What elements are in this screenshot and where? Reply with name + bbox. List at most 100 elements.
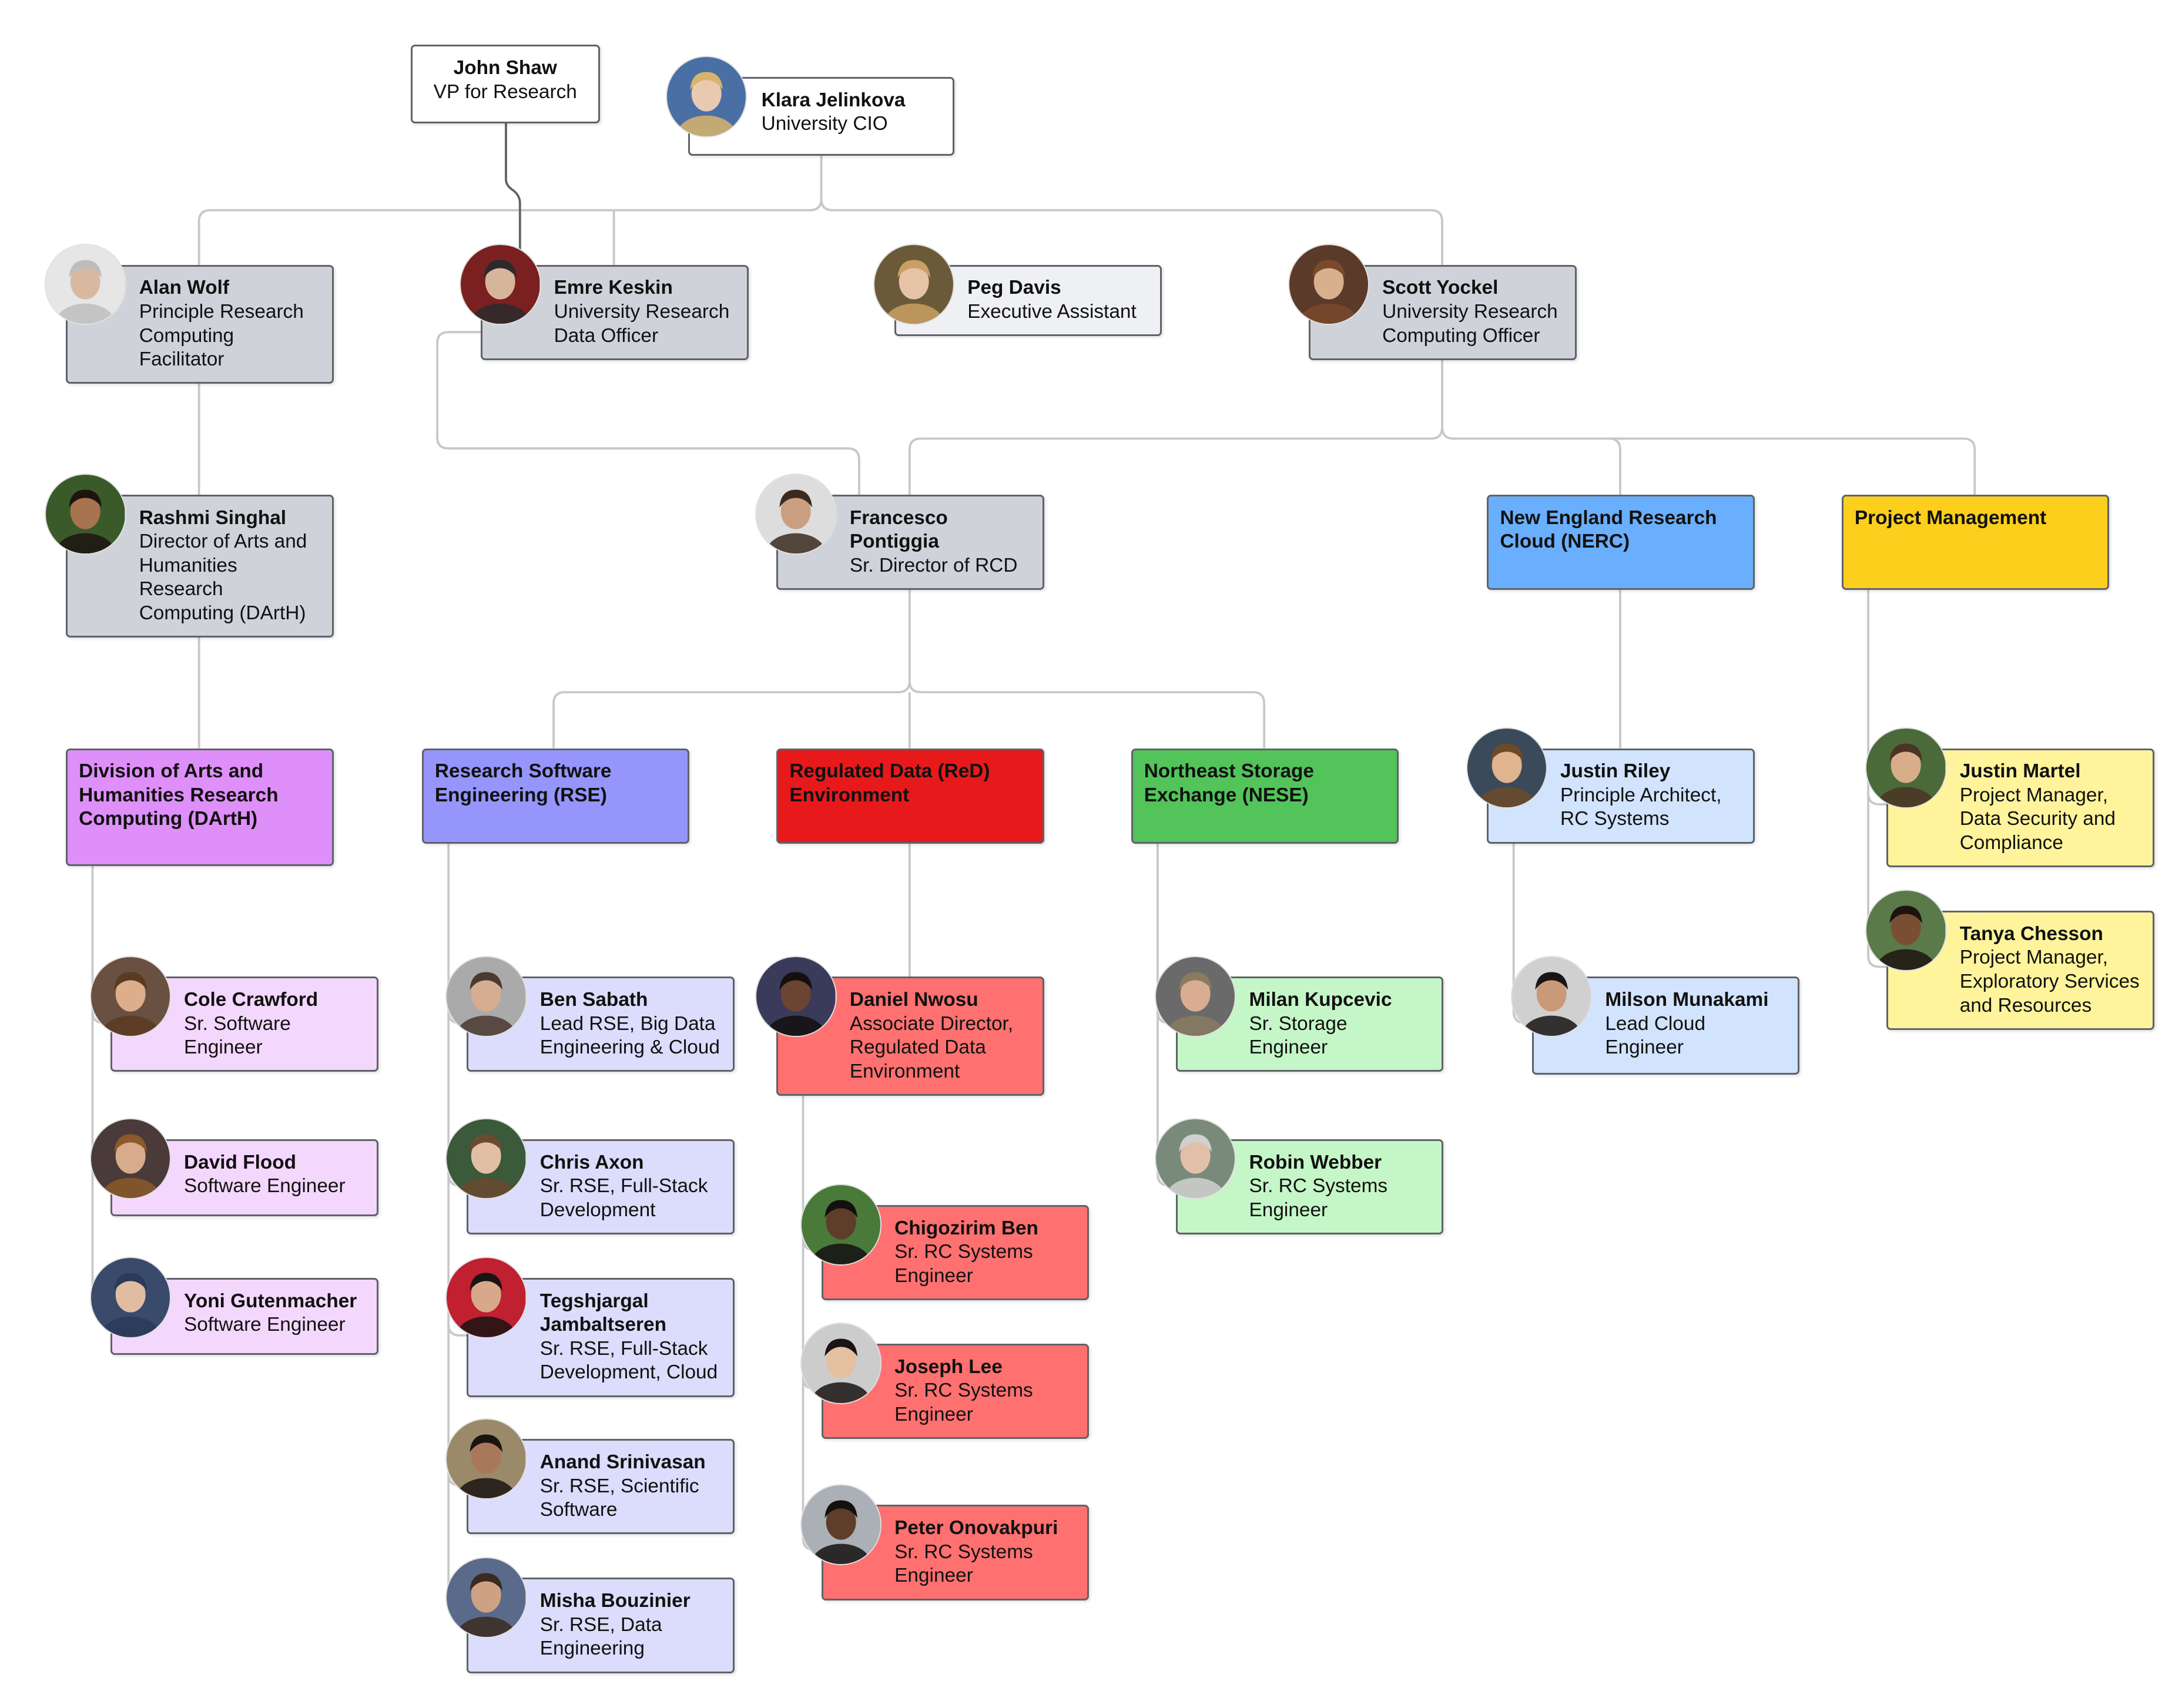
person-photo-icon [873, 243, 955, 326]
group-nerc: New England Research Cloud (NERC) [1487, 494, 1755, 590]
person-photo-icon [755, 955, 837, 1037]
name-justin-martel: Justin Martel [1959, 760, 2081, 783]
title-justin-riley: Principle Architect, RC Systems [1560, 784, 1722, 830]
title-justin-martel: Project Manager, Data Security and Compl… [1959, 784, 2116, 854]
person-photo-icon [1865, 890, 1947, 971]
title-chris: Sr. RSE, Full-Stack Development [539, 1175, 708, 1221]
connector-klara-scott [820, 199, 1443, 265]
title-milan: Sr. Storage Engineer [1249, 1012, 1348, 1059]
person-photo-icon [445, 955, 527, 1037]
title-milson: Lead Cloud Engineer [1605, 1012, 1706, 1059]
title-david: Software Engineer [184, 1175, 346, 1197]
name-milson: Milson Munakami [1605, 988, 1769, 1011]
node-ben: Ben Sabath Lead RSE, Big Data Engineerin… [467, 977, 735, 1072]
connector-francesco-groups [552, 588, 911, 749]
title-peg: Executive Assistant [967, 300, 1137, 323]
name-chris: Chris Axon [539, 1151, 644, 1173]
person-photo-icon [89, 955, 171, 1037]
person-photo-icon [1466, 727, 1547, 809]
title-scott: University Research Computing Officer [1382, 300, 1558, 347]
person-photo-icon [1865, 727, 1947, 809]
connector-francesco-nese [908, 680, 1266, 749]
name-scott: Scott Yockel [1382, 277, 1499, 299]
person-photo-icon [665, 56, 748, 137]
group-darth: Division of Arts and Humanities Research… [66, 748, 334, 866]
group-pm: Project Management [1841, 494, 2110, 590]
group-rse: Research Software Engineering (RSE) [421, 748, 690, 844]
title-chigozirim: Sr. RC Systems Engineer [894, 1241, 1033, 1287]
title-daniel: Associate Director, Regulated Data Envir… [849, 1012, 1014, 1082]
group-red: Regulated Data (ReD) Environment [776, 748, 1044, 844]
person-photo-icon [89, 1257, 171, 1338]
title-tanya: Project Manager, Exploratory Services an… [1959, 947, 2140, 1016]
title-klara: University CIO [761, 113, 888, 135]
title-emre: University Research Data Officer [554, 300, 730, 347]
title-joseph: Sr. RC Systems Engineer [894, 1380, 1033, 1425]
title-peter: Sr. RC Systems Engineer [894, 1541, 1033, 1587]
person-photo-icon [445, 1418, 527, 1499]
person-photo-icon [45, 243, 126, 326]
name-john-shaw: John Shaw [453, 57, 557, 79]
name-anand: Anand Srinivasan [539, 1451, 706, 1473]
node-justin-riley: Justin Riley Principle Architect, RC Sys… [1487, 748, 1755, 844]
name-justin-riley: Justin Riley [1560, 760, 1671, 783]
connector-klara-row [197, 154, 823, 265]
person-photo-icon [445, 1257, 527, 1338]
person-photo-icon [445, 1118, 527, 1200]
title-robin: Sr. RC Systems Engineer [1249, 1175, 1388, 1221]
dotted-line-john-emre [505, 122, 521, 265]
person-photo-icon [800, 1323, 882, 1404]
title-cole: Sr. Software Engineer [184, 1012, 291, 1059]
group-nese-label: Northeast Storage Exchange (NESE) [1144, 760, 1314, 806]
node-daniel: Daniel Nwosu Associate Director, Regulat… [776, 977, 1044, 1096]
name-robin: Robin Webber [1249, 1151, 1382, 1173]
connector-darth-members [91, 864, 111, 1306]
title-john-shaw: VP for Research [433, 80, 577, 103]
title-ben: Lead RSE, Big Data Engineering & Cloud [539, 1012, 720, 1059]
connector-daniel-members [802, 1094, 822, 1551]
person-photo-icon [445, 1556, 527, 1638]
name-alan: Alan Wolf [139, 277, 229, 299]
title-francesco: Sr. Director of RCD [849, 554, 1018, 576]
person-photo-icon [460, 243, 541, 326]
title-misha: Sr. RSE, Data Engineering [539, 1613, 662, 1660]
node-john-shaw: John Shaw VP for Research [410, 45, 600, 123]
connector-scott-pm [1608, 437, 1976, 495]
name-francesco: Francesco Pontiggia [849, 506, 948, 553]
connector-scott-nerc [1441, 427, 1621, 495]
name-rashmi: Rashmi Singhal [139, 506, 287, 529]
title-yoni: Software Engineer [184, 1314, 346, 1336]
name-joseph: Joseph Lee [894, 1355, 1003, 1378]
person-photo-icon [1155, 955, 1236, 1037]
node-alan: Alan Wolf Principle Research Computing F… [66, 264, 334, 384]
node-tanya: Tanya Chesson Project Manager, Explorato… [1886, 911, 2154, 1030]
group-rse-label: Research Software Engineering (RSE) [434, 760, 612, 806]
group-nese: Northeast Storage Exchange (NESE) [1131, 748, 1399, 844]
name-tegsh: Tegshjargal Jambaltseren [539, 1290, 666, 1336]
title-rashmi: Director of Arts and Humanities Research… [139, 531, 307, 624]
connector-rse-members [447, 842, 467, 1619]
group-pm-label: Project Management [1854, 506, 2047, 529]
connector-scott-groups [908, 358, 1443, 495]
name-peg: Peg Davis [967, 277, 1061, 299]
name-chigozirim: Chigozirim Ben [894, 1217, 1038, 1239]
connector-emre-francesco [436, 331, 860, 495]
name-cole: Cole Crawford [184, 988, 319, 1011]
group-darth-label: Division of Arts and Humanities Research… [79, 760, 279, 830]
group-nerc-label: New England Research Cloud (NERC) [1500, 506, 1717, 553]
person-photo-icon [1510, 955, 1593, 1037]
name-misha: Misha Bouzinier [539, 1590, 691, 1612]
person-photo-icon [45, 474, 126, 555]
title-alan: Principle Research Computing Facilitator [139, 300, 304, 371]
name-ben: Ben Sabath [539, 988, 648, 1011]
name-peter: Peter Onovakpuri [894, 1517, 1058, 1539]
name-david: David Flood [184, 1151, 297, 1173]
person-photo-icon [800, 1484, 882, 1565]
title-tegsh: Sr. RSE, Full-Stack Development, Cloud [539, 1337, 718, 1384]
group-red-label: Regulated Data (ReD) Environment [789, 760, 990, 806]
person-photo-icon [755, 474, 837, 555]
name-daniel: Daniel Nwosu [849, 988, 978, 1011]
node-misha: Misha Bouzinier Sr. RSE, Data Engineerin… [467, 1578, 735, 1673]
name-yoni: Yoni Gutenmacher [184, 1290, 357, 1312]
